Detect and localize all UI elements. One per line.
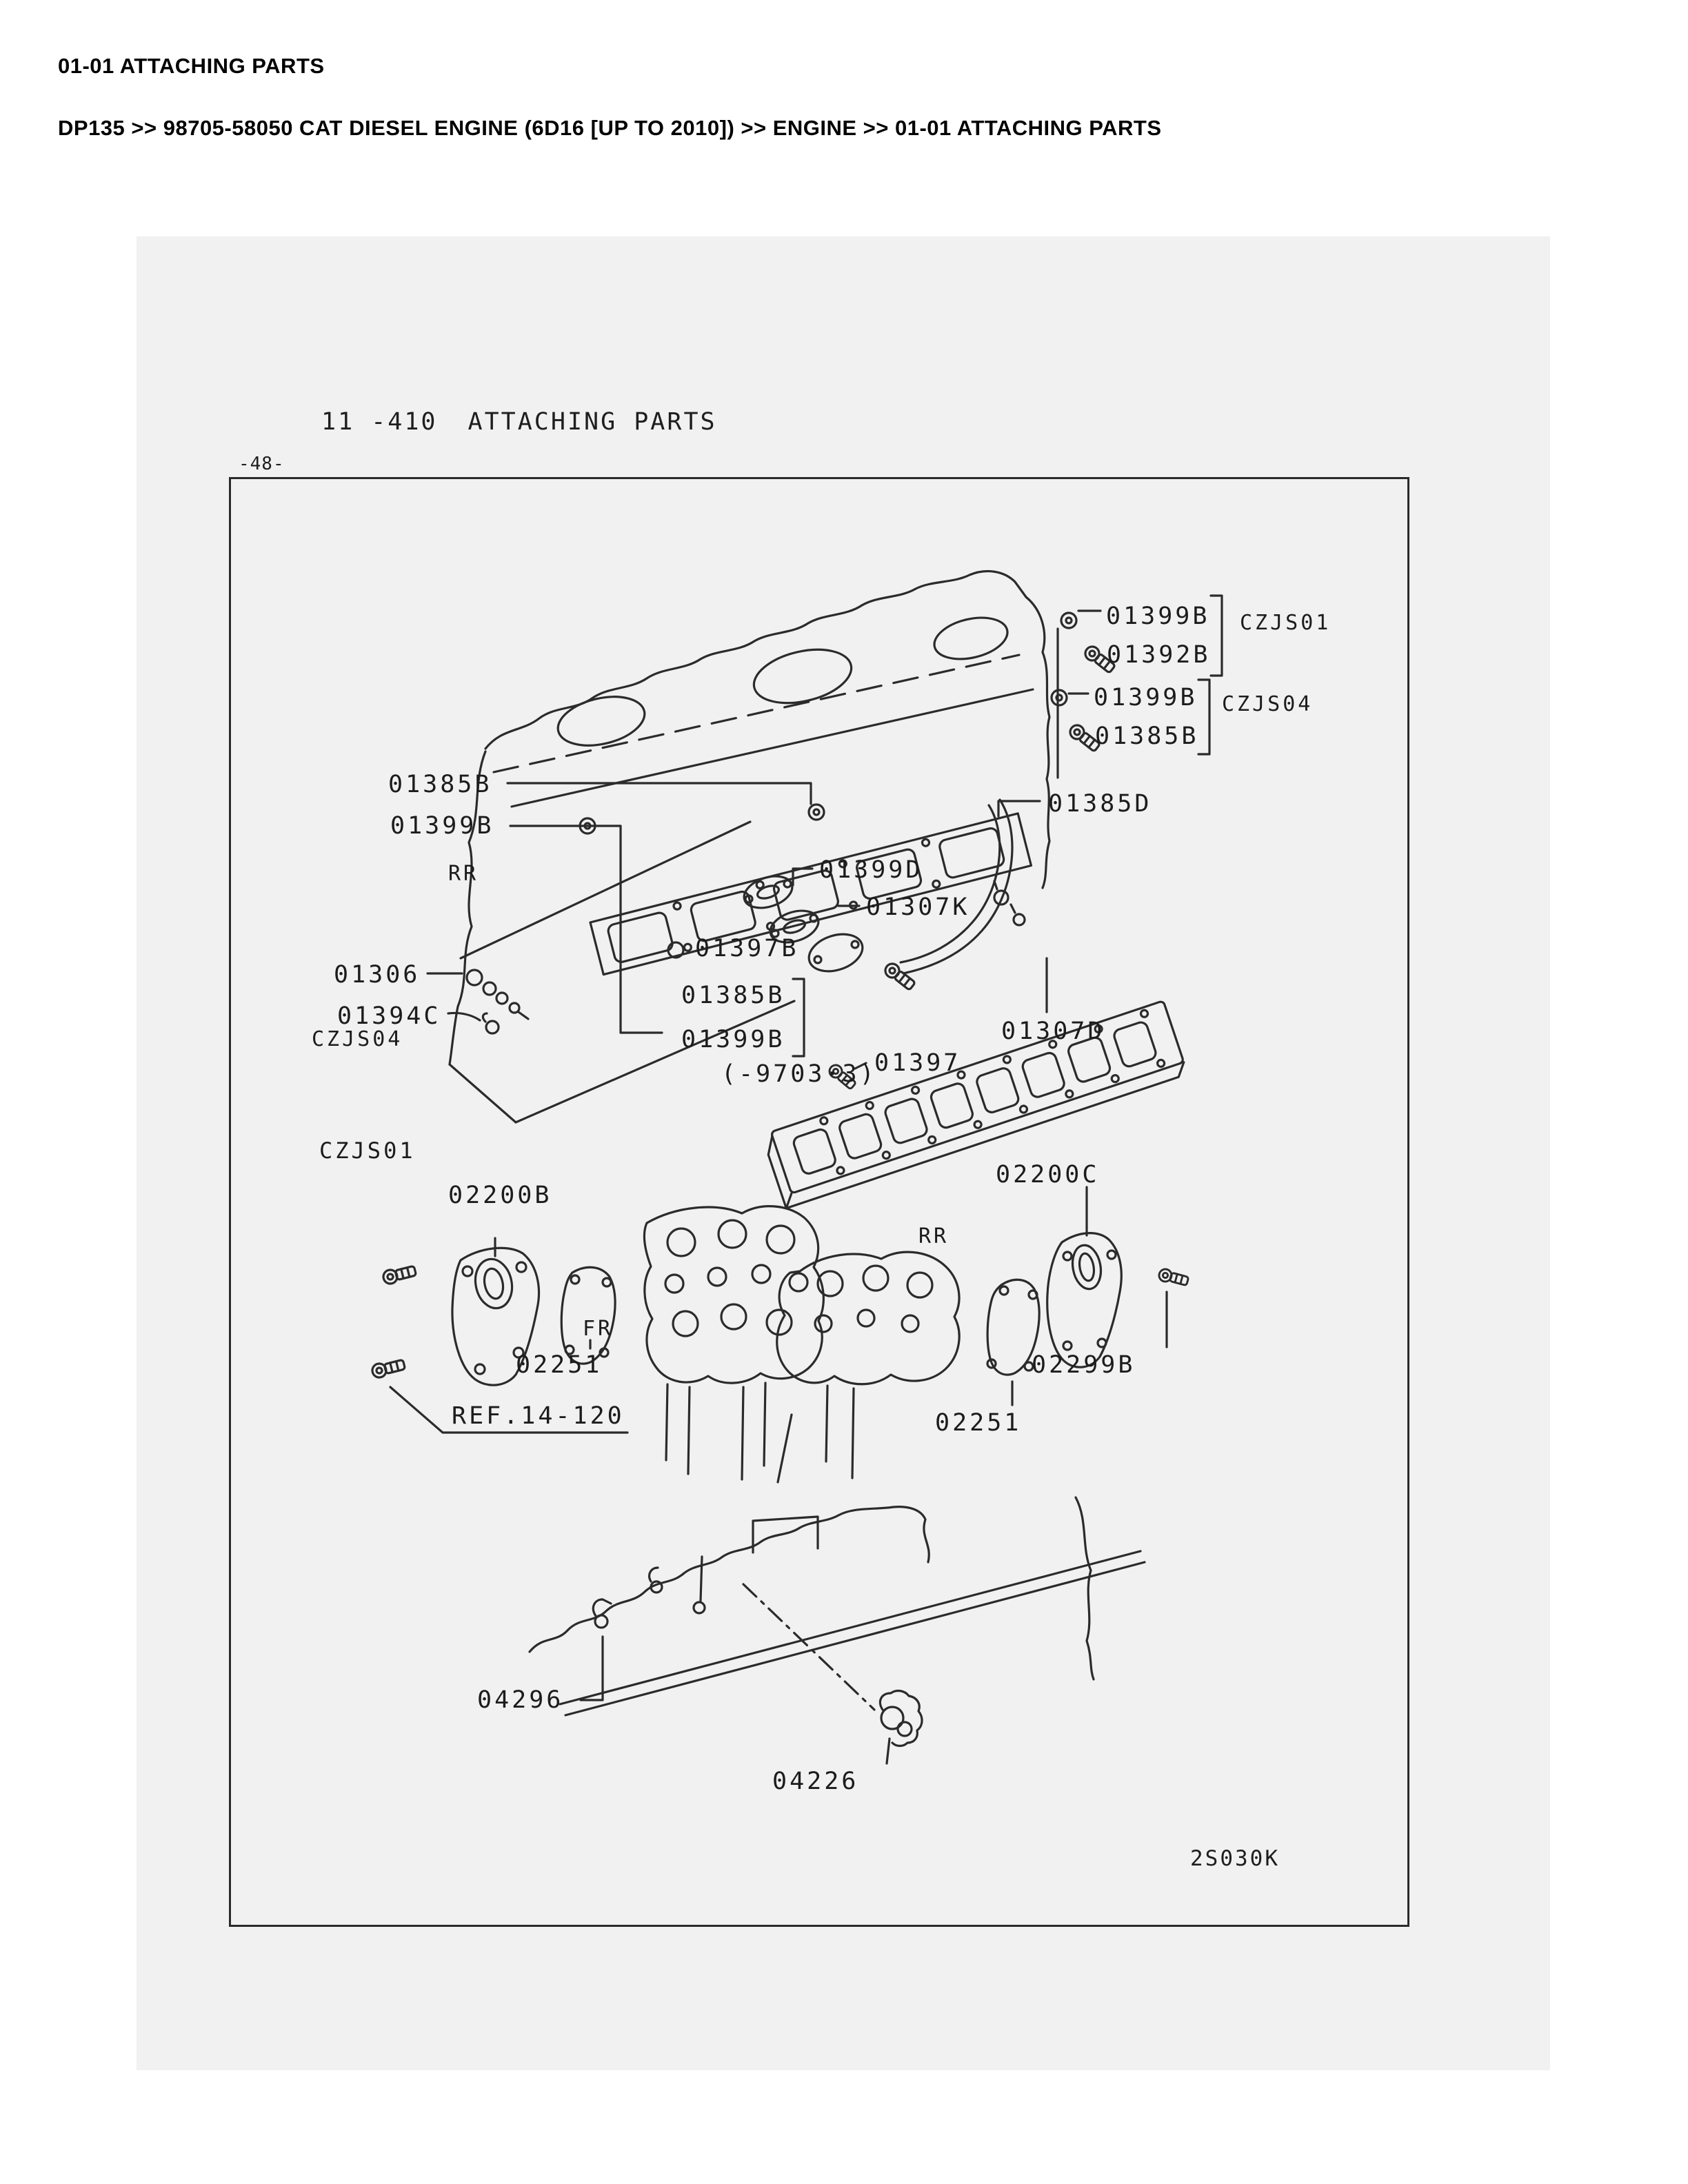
cover-plate-02200c-drawing [1046, 1232, 1190, 1368]
leader-lines [389, 594, 1223, 1765]
breadcrumb[interactable]: DP135 >> 98705-58050 CAT DIESEL ENGINE (… [58, 116, 1162, 140]
figure-title: 11 -410 ATTACHING PARTS [321, 408, 717, 436]
cylinder-head-right-drawing [776, 1251, 961, 1484]
engine-block-drawing [448, 569, 1051, 1124]
figure-section-code: 11 -410 [321, 408, 438, 436]
figure-section-title: ATTACHING PARTS [468, 408, 717, 436]
gasket-02251-left-drawing [560, 1266, 616, 1365]
figure-page-ref: -48- [239, 454, 285, 474]
manifold-gasket-drawing [767, 1000, 1185, 1210]
diagram-panel [137, 236, 1550, 2070]
gasket-02251-right-drawing [986, 1278, 1041, 1376]
figure-border-box [229, 477, 1409, 1927]
cylinder-head-left-drawing [643, 1205, 825, 1481]
cover-plate-02200b-drawing [370, 1246, 541, 1386]
sheet-code: 2S030K [1190, 1846, 1280, 1871]
page-title: 01-01 ATTACHING PARTS [58, 54, 325, 78]
fastener-parts-drawing [465, 611, 1118, 1092]
small-gaskets-drawing [743, 875, 1026, 973]
pipe-drawing-bottom [528, 1496, 1146, 1748]
